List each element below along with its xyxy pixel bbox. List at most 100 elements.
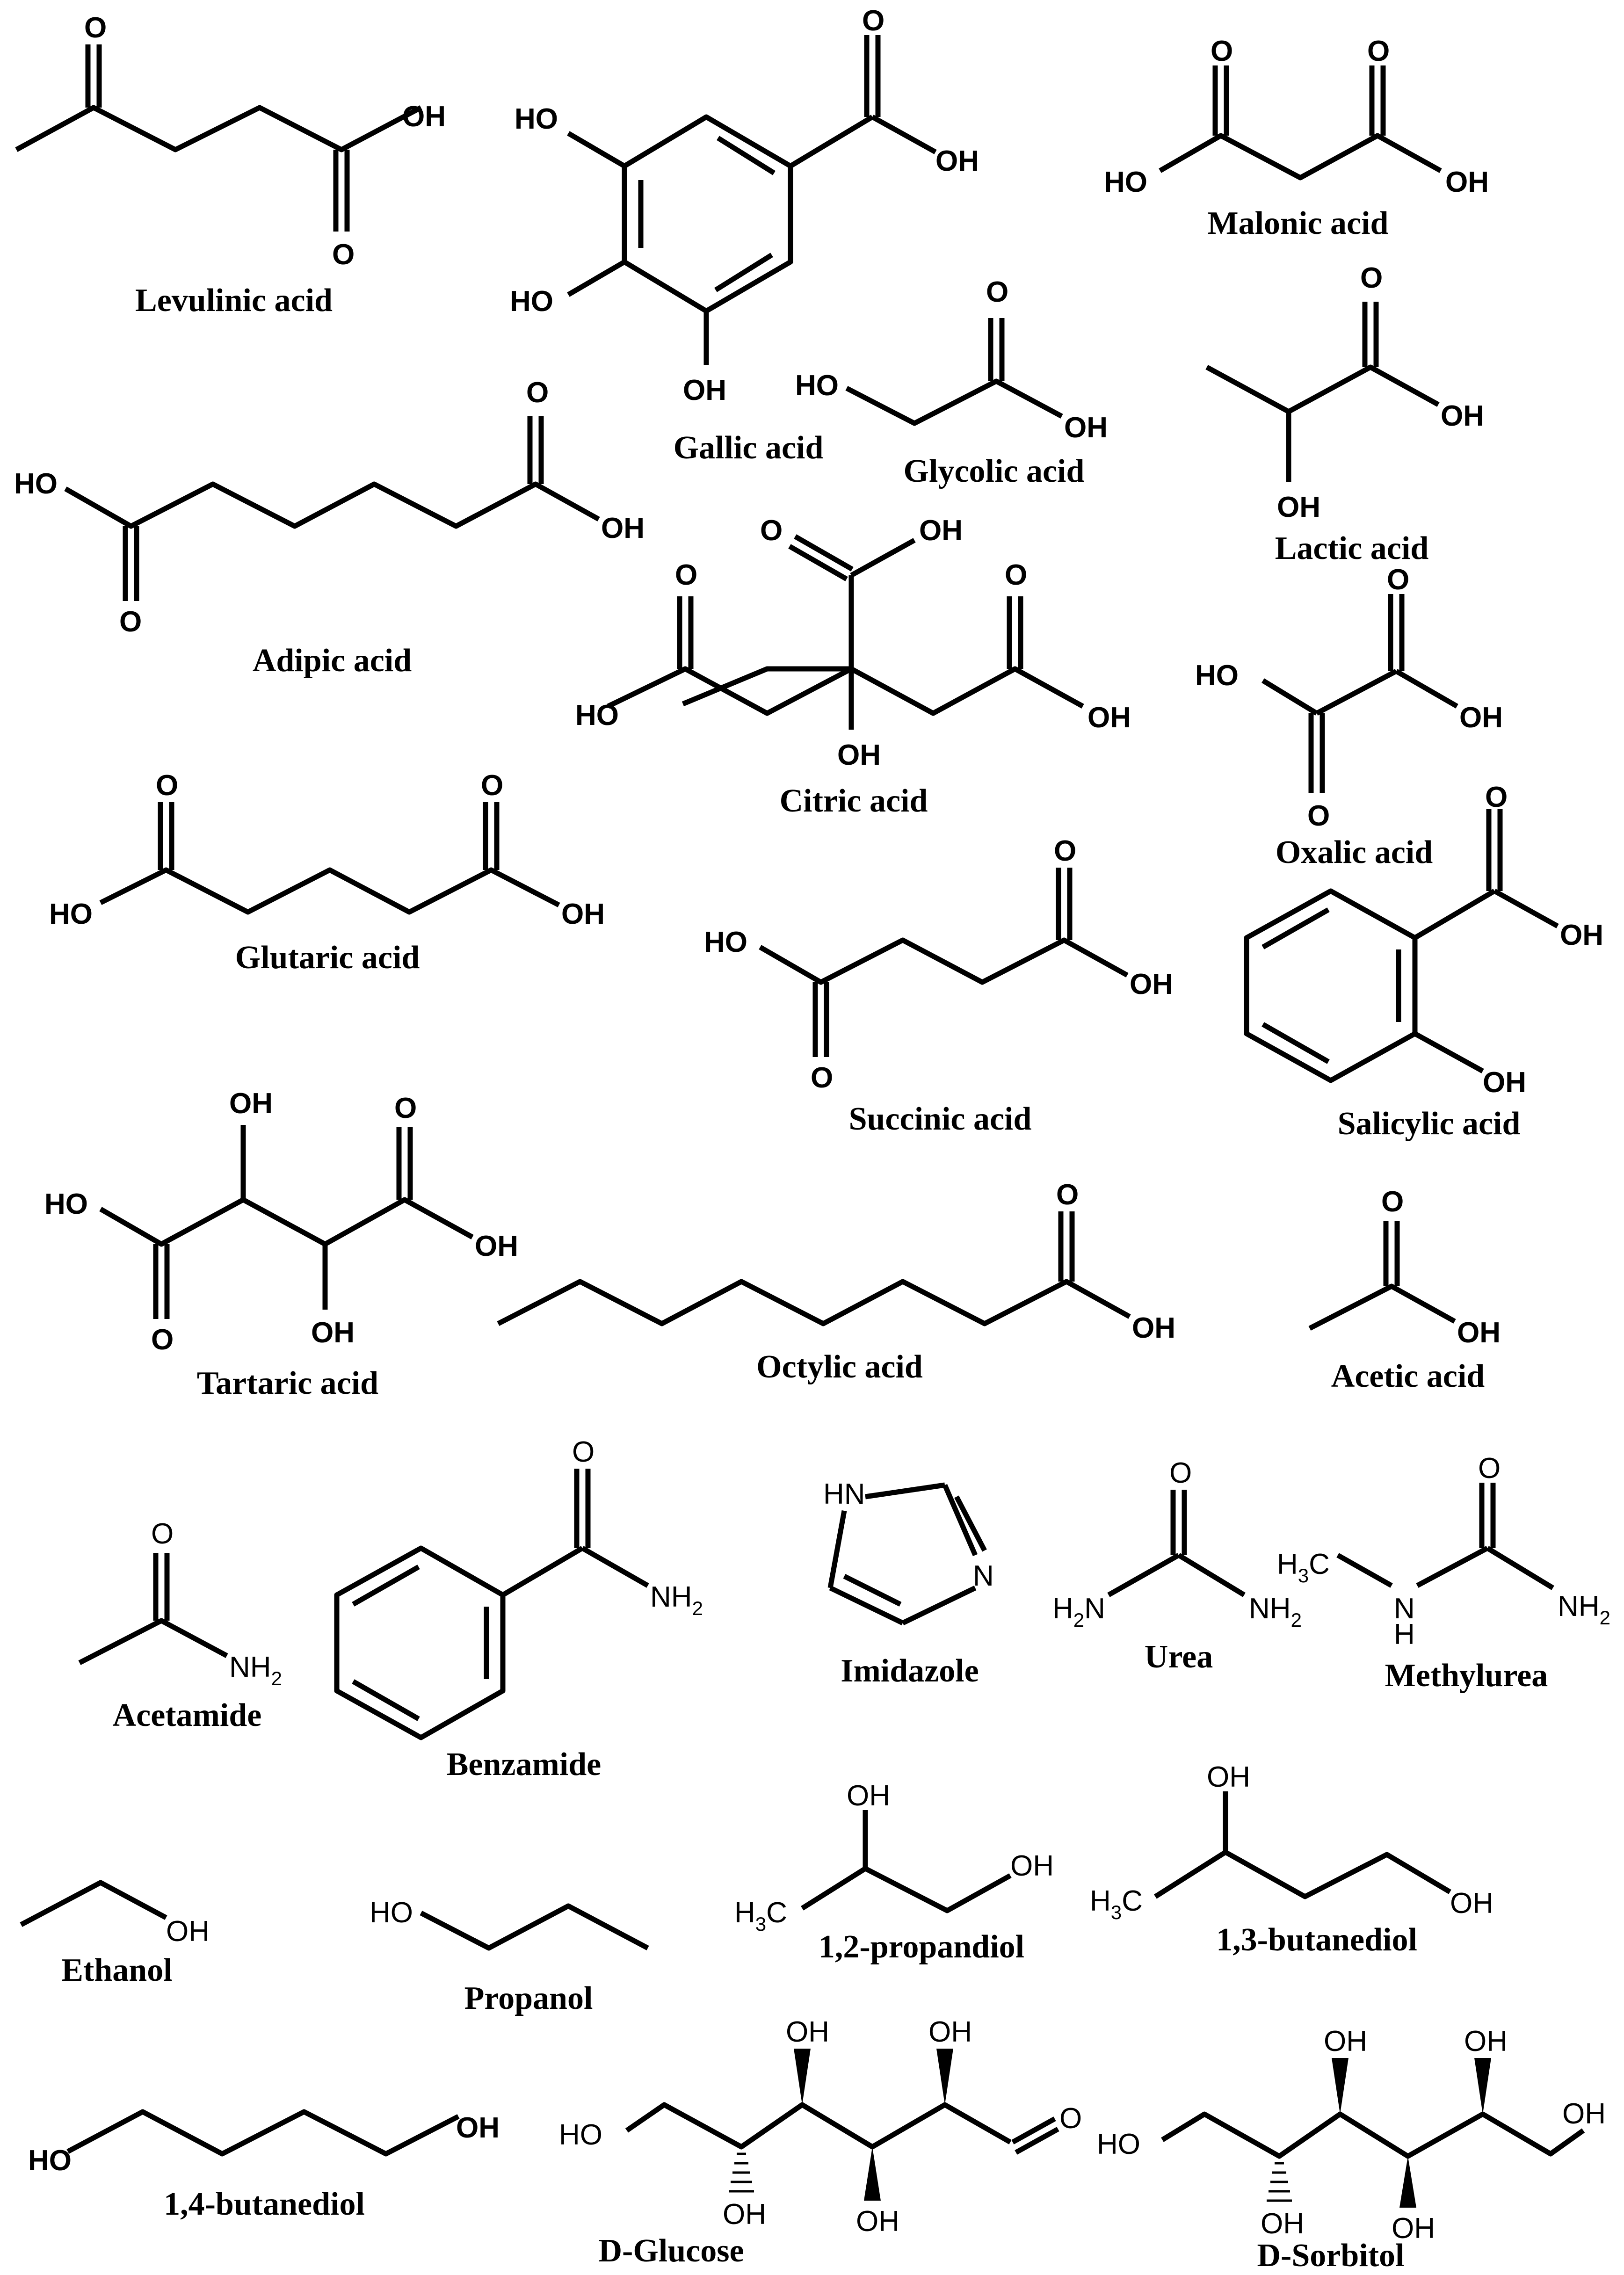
atom-label: O — [811, 1062, 833, 1094]
atom-label: O — [862, 5, 884, 37]
atom-label: OH — [1324, 2025, 1367, 2058]
atom-label: HO — [515, 103, 558, 135]
compound-name: Adipic acid — [253, 643, 412, 679]
compound-name: Malonic acid — [1208, 205, 1389, 241]
atom-label: O — [151, 1518, 174, 1550]
structure-gallic-acid: O OH HO HO OH Gallic acid — [510, 5, 979, 466]
atom-label: OH — [1445, 166, 1489, 198]
atom-label: O — [526, 377, 549, 409]
atom-label: O — [1485, 781, 1508, 813]
compound-name: D-Sorbitol — [1257, 2238, 1405, 2274]
structure-adipic-acid: HO O O OH Adipic acid — [14, 377, 645, 679]
compound-name: Tartaric acid — [197, 1365, 378, 1401]
structure-oxalic-acid: O HO OH O Oxalic acid — [1195, 564, 1503, 870]
atom-label: OH — [475, 1230, 518, 1262]
atom-label: H3C — [734, 1897, 787, 1935]
atom-label: O — [119, 606, 142, 638]
compound-name: Acetamide — [113, 1697, 262, 1733]
atom-label: OH — [402, 101, 446, 133]
compound-name: Benzamide — [447, 1746, 602, 1782]
atom-label: HN — [823, 1478, 865, 1510]
atom-label: OH — [1088, 702, 1131, 734]
atom-label: N — [1394, 1593, 1415, 1625]
structure-d-glucose: HO OH OH OH OH O D-Glucose — [559, 2016, 1082, 2269]
atom-label: HO — [44, 1188, 88, 1220]
atom-label: HO — [1097, 2128, 1140, 2160]
atom-label: O — [1360, 262, 1383, 294]
atom-label: OH — [786, 2016, 829, 2048]
atom-label: HO — [28, 2145, 72, 2177]
atom-label: HO — [575, 699, 619, 732]
atom-label: NH2 — [1558, 1590, 1610, 1629]
compound-name: Octylic acid — [756, 1349, 923, 1385]
atom-label: OH — [1132, 1312, 1175, 1344]
structure-acetamide: O NH2 Acetamide — [78, 1518, 282, 1733]
atom-label: O — [332, 239, 355, 271]
atom-label: HO — [370, 1897, 413, 1929]
atom-label: OH — [1130, 968, 1173, 1000]
compound-name: Glutaric acid — [235, 940, 420, 976]
structure-1-4-butanediol: HO OH 1,4-butanediol — [28, 2109, 500, 2222]
compound-name: Urea — [1145, 1639, 1213, 1675]
atom-label: N — [973, 1560, 994, 1592]
compound-name: Gallic acid — [674, 430, 824, 466]
atom-label: OH — [1560, 919, 1603, 951]
atom-label: OH — [683, 374, 726, 406]
atom-label: OH — [1562, 2098, 1606, 2130]
structure-ethanol: OH Ethanol — [20, 1880, 210, 1988]
atom-label: O — [1307, 800, 1330, 832]
compound-name: Ethanol — [61, 1952, 172, 1988]
atom-label: O — [1054, 835, 1076, 867]
atom-label: O — [394, 1092, 417, 1124]
structure-d-sorbitol: HO OH OH OH OH OH D-Sorbitol — [1097, 2025, 1606, 2274]
atom-label: OH — [1459, 702, 1503, 734]
atom-label: OH — [1392, 2212, 1435, 2245]
atom-label: O — [675, 559, 697, 591]
atom-label: HO — [1104, 166, 1147, 198]
atom-label: OH — [229, 1087, 273, 1120]
atom-label: OH — [311, 1317, 355, 1349]
structure-tartaric-acid: OH O HO OH O OH Tartaric acid — [44, 1087, 518, 1401]
atom-label: OH — [456, 2112, 500, 2144]
structure-urea: O H2N NH2 Urea — [1052, 1457, 1302, 1675]
compound-name: Citric acid — [780, 783, 928, 819]
atom-label: OH — [601, 512, 645, 544]
atom-label: O — [572, 1436, 594, 1468]
compound-name: Levulinic acid — [135, 283, 333, 319]
atom-label: NH2 — [650, 1581, 703, 1619]
structure-levulinic-acid: O OH O Levulinic acid — [15, 12, 446, 319]
atom-label: OH — [1277, 491, 1320, 523]
compound-name: Methylurea — [1385, 1658, 1548, 1694]
compound-name: 1,4-butanediol — [164, 2186, 365, 2222]
structure-succinic-acid: HO O O OH Succinic acid — [704, 835, 1173, 1137]
compound-name: Succinic acid — [849, 1101, 1032, 1137]
structure-1-2-propandiol: OH OH H3C 1,2-propandiol — [734, 1780, 1054, 1965]
atom-label: O — [1059, 2102, 1082, 2135]
atom-label: O — [1367, 35, 1390, 67]
compound-name: Acetic acid — [1331, 1358, 1485, 1394]
structure-acetic-acid: O OH Acetic acid — [1308, 1186, 1501, 1394]
atom-label: OH — [856, 2205, 899, 2238]
atom-label: H3C — [1090, 1885, 1143, 1923]
compound-name: Salicylic acid — [1338, 1106, 1521, 1142]
structure-methylurea: O H3C N H NH2 Methylurea — [1277, 1452, 1610, 1694]
atom-label: HO — [795, 370, 839, 402]
atom-label: O — [481, 769, 503, 802]
atom-label: O — [1005, 559, 1027, 591]
atom-label: OH — [166, 1915, 210, 1948]
compound-name: Imidazole — [841, 1653, 979, 1689]
atom-label: OH — [1207, 1761, 1250, 1793]
atom-label: OH — [1457, 1317, 1501, 1349]
atom-label: HO — [704, 926, 747, 958]
compound-name: Oxalic acid — [1276, 834, 1433, 870]
structure-glutaric-acid: O O HO OH Glutaric acid — [49, 769, 605, 976]
structure-citric-acid: O OH O O HO OH OH Citric acid — [575, 514, 1131, 819]
atom-label: HO — [559, 2119, 602, 2151]
atom-label: O — [156, 769, 178, 802]
structure-lactic-acid: O OH OH Lactic acid — [1205, 262, 1484, 566]
structure-octylic-acid: O OH Octylic acid — [497, 1179, 1175, 1385]
compound-name: Propanol — [464, 1980, 593, 2016]
atom-label: O — [1387, 564, 1409, 596]
atom-label: H2N — [1052, 1593, 1105, 1631]
